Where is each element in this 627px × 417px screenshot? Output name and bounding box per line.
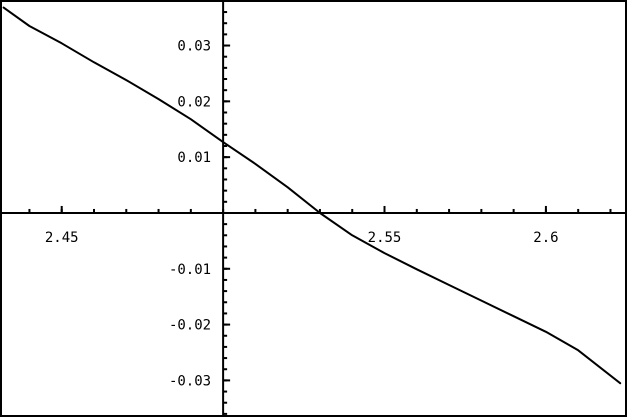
tick-labels: 2.45 2.55 2.6 0.03 0.02 0.01 -0.01 -0.02 -0.03: [45, 39, 559, 390]
x-tick-label: 2.6: [533, 230, 558, 246]
major-ticks: [60, 44, 547, 382]
y-tick-label: 0.01: [177, 150, 211, 166]
y-tick-label: -0.01: [169, 262, 211, 278]
series-layer: [2, 6, 622, 385]
y-tick-label: -0.03: [169, 373, 211, 389]
x-tick-label: 2.55: [368, 230, 402, 246]
y-tick-label: 0.03: [177, 39, 211, 55]
series-line: [2, 6, 622, 385]
y-tick-label: -0.02: [169, 318, 211, 334]
y-tick-label: 0.02: [177, 94, 211, 110]
x-tick-label: 2.45: [45, 230, 79, 246]
